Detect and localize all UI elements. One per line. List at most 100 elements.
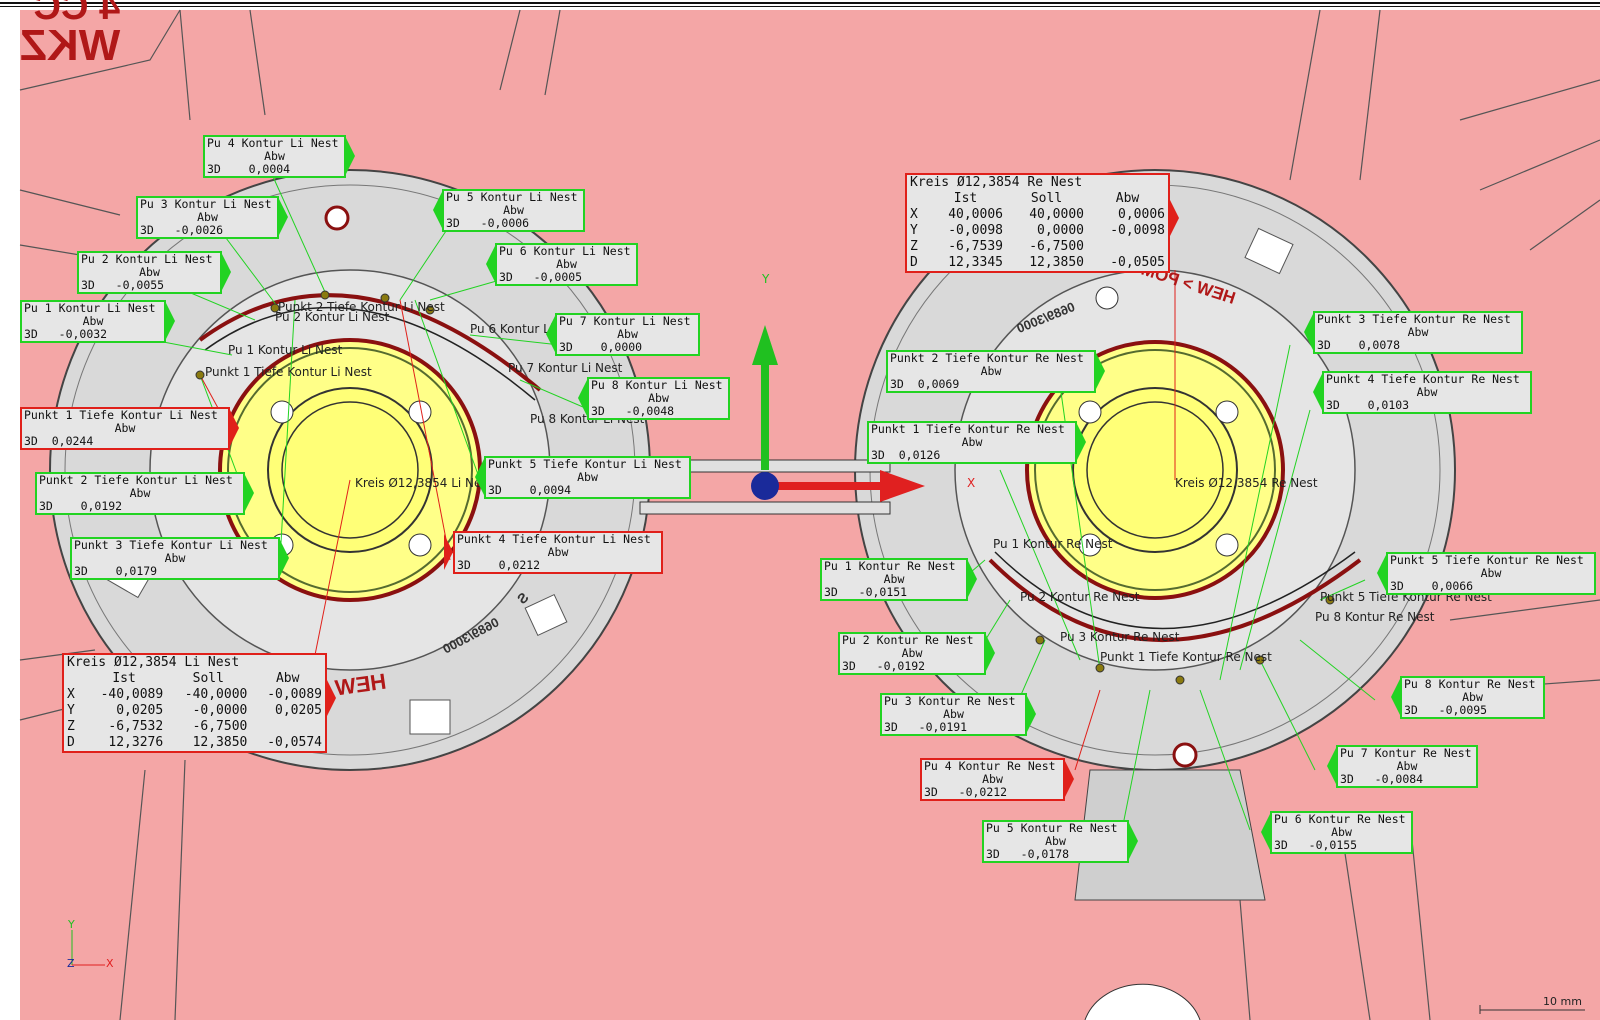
- measure-label[interactable]: Pu 7 Kontur Li Nest Abw 3D 0,0000: [555, 313, 700, 356]
- label-column: Abw: [1480, 566, 1502, 580]
- label-title: Pu 3 Kontur Re Nest: [884, 694, 1016, 708]
- measure-label[interactable]: Pu 1 Kontur Re Nest Abw 3D -0,0151: [820, 558, 968, 601]
- label-flag: [1313, 374, 1322, 410]
- cell: -0,0098: [948, 223, 1003, 238]
- measure-label[interactable]: Pu 3 Kontur Li Nest Abw 3D -0,0026: [136, 196, 279, 239]
- scene-text: Punkt 1 Tiefe Kontur Re Nest: [1100, 650, 1272, 664]
- measure-label[interactable]: Punkt 3 Tiefe Kontur Re Nest Abw 3D 0,00…: [1313, 311, 1523, 354]
- cell: -0,0098: [1110, 223, 1165, 238]
- measure-label[interactable]: Pu 8 Kontur Re Nest Abw 3D -0,0095: [1400, 676, 1545, 719]
- measure-label[interactable]: Punkt 1 Tiefe Kontur Li Nest Abw 3D 0,02…: [20, 407, 230, 450]
- label-column: Abw: [82, 314, 104, 328]
- measure-label[interactable]: Pu 4 Kontur Li Nest Abw 3D 0,0004: [203, 135, 346, 178]
- label-value-row: 3D -0,0178: [986, 847, 1070, 861]
- label-flag: [1327, 748, 1336, 784]
- axis-label-x: X: [967, 476, 976, 490]
- label-flag: [230, 410, 239, 446]
- mini-axis-x: X: [106, 957, 114, 970]
- label-column: Abw: [1407, 325, 1429, 339]
- measure-label[interactable]: Punkt 5 Tiefe Kontur Re Nest Abw 3D 0,00…: [1386, 552, 1596, 595]
- measure-label[interactable]: Pu 2 Kontur Li Nest Abw 3D -0,0055: [77, 251, 222, 294]
- label-title: Pu 7 Kontur Li Nest: [559, 314, 691, 328]
- label-flag: [1304, 314, 1313, 350]
- label-column: Abw: [264, 149, 285, 163]
- measure-label[interactable]: Punkt 2 Tiefe Kontur Re Nest Abw 3D 0,00…: [886, 350, 1096, 393]
- label-flag: [1391, 679, 1400, 715]
- cell: -6,7539: [948, 239, 1003, 254]
- label-column: Abw: [943, 707, 964, 721]
- label-title: Punkt 2 Tiefe Kontur Li Nest: [39, 473, 233, 487]
- label-value-row: 3D 0,0069: [890, 377, 960, 391]
- row-key: D: [67, 735, 75, 750]
- measure-label[interactable]: Pu 6 Kontur Re Nest Abw 3D -0,0155: [1270, 811, 1413, 854]
- cell: -6,7532: [108, 719, 164, 734]
- circle-title: Kreis Ø12,3854 Li Nest: [67, 655, 240, 670]
- measure-label[interactable]: Pu 5 Kontur Li Nest Abw 3D -0,0006: [442, 189, 585, 232]
- mini-axis-y: Y: [68, 918, 75, 931]
- cell: 0,0000: [1037, 223, 1084, 238]
- measure-label[interactable]: Punkt 1 Tiefe Kontur Re Nest Abw 3D 0,01…: [867, 421, 1077, 464]
- label-flag: [1065, 761, 1074, 797]
- label-flag: [280, 540, 289, 576]
- label-flag: [1027, 696, 1036, 732]
- label-column: Abw: [197, 210, 218, 224]
- measure-label[interactable]: Pu 8 Kontur Li Nest Abw 3D -0,0048: [587, 377, 730, 420]
- label-flag: [346, 138, 355, 174]
- leader-lines: [99, 169, 1376, 841]
- row-key: X: [910, 207, 918, 222]
- measurement-points[interactable]: [195, 290, 1335, 685]
- cell: -0,0505: [1110, 255, 1165, 270]
- label-flag: [1077, 424, 1086, 460]
- circle-title: Kreis Ø12,3854 Re Nest: [910, 175, 1083, 190]
- label-value-row: 3D -0,0155: [1274, 838, 1358, 852]
- label-title: Pu 8 Kontur Li Nest: [591, 378, 723, 392]
- axis-triad: [751, 325, 925, 502]
- measure-label[interactable]: Punkt 4 Tiefe Kontur Re Nest Abw 3D 0,01…: [1322, 371, 1532, 414]
- measure-label[interactable]: Punkt 3 Tiefe Kontur Li Nest Abw 3D 0,01…: [70, 537, 280, 580]
- label-title: Punkt 4 Tiefe Kontur Li Nest: [457, 532, 651, 546]
- label-column: Abw: [982, 772, 1003, 786]
- label-flag: [578, 380, 587, 416]
- measure-label[interactable]: Pu 7 Kontur Re Nest Abw 3D -0,0084: [1336, 745, 1478, 788]
- label-value-row: 3D 0,0094: [488, 483, 572, 497]
- label-flag: [1096, 353, 1105, 389]
- label-title: Pu 1 Kontur Re Nest: [824, 559, 956, 573]
- label-flag: [1170, 200, 1179, 236]
- label-flag: [433, 192, 442, 228]
- label-flag: [1377, 555, 1386, 591]
- measure-label[interactable]: Pu 3 Kontur Re Nest Abw 3D -0,0191: [880, 693, 1027, 736]
- cell: -0,0574: [267, 735, 322, 750]
- measure-label[interactable]: Pu 4 Kontur Re Nest Abw 3D -0,0212: [920, 758, 1065, 801]
- measure-label[interactable]: Punkt 5 Tiefe Kontur Li Nest Abw 3D 0,00…: [484, 456, 691, 499]
- row-key: D: [910, 255, 918, 270]
- label-value-row: 3D 0,0078: [1317, 338, 1401, 352]
- label-title: Pu 6 Kontur Re Nest: [1274, 812, 1406, 826]
- measure-label[interactable]: Pu 6 Kontur Li Nest Abw 3D -0,0005: [495, 243, 638, 286]
- cell: 12,3345: [948, 255, 1003, 270]
- scene-text: Pu 1 Kontur Re Nest: [993, 537, 1113, 551]
- measure-label[interactable]: Punkt 4 Tiefe Kontur Li Nest Abw 3D 0,02…: [453, 531, 663, 574]
- label-flag: [968, 561, 977, 597]
- scene-text: Pu 2 Kontur Li Nest: [275, 310, 390, 324]
- col-header: Abw: [1115, 191, 1140, 206]
- measure-label[interactable]: Punkt 2 Tiefe Kontur Li Nest Abw 3D 0,01…: [35, 472, 245, 515]
- measure-label[interactable]: Pu 5 Kontur Re Nest Abw 3D -0,0178: [982, 820, 1129, 863]
- row-key: Y: [67, 703, 75, 718]
- label-column: Abw: [114, 421, 136, 435]
- col-header: Soll: [192, 671, 224, 686]
- cell: -40,0000: [184, 687, 248, 702]
- cell: 12,3276: [108, 735, 164, 750]
- label-value-row: 3D -0,0026: [140, 223, 224, 237]
- label-value-row: 3D -0,0006: [446, 216, 530, 230]
- measure-label[interactable]: Pu 2 Kontur Re Nest Abw 3D -0,0192: [838, 632, 986, 675]
- label-value-row: 3D 0,0004: [207, 162, 291, 176]
- cell: 12,3850: [1029, 255, 1084, 270]
- label-title: Punkt 5 Tiefe Kontur Re Nest: [1390, 553, 1584, 567]
- label-value-row: 3D 0,0192: [39, 499, 123, 513]
- measure-label[interactable]: Pu 1 Kontur Li Nest Abw 3D -0,0032: [20, 300, 166, 343]
- label-title: Punkt 1 Tiefe Kontur Li Nest: [24, 408, 218, 422]
